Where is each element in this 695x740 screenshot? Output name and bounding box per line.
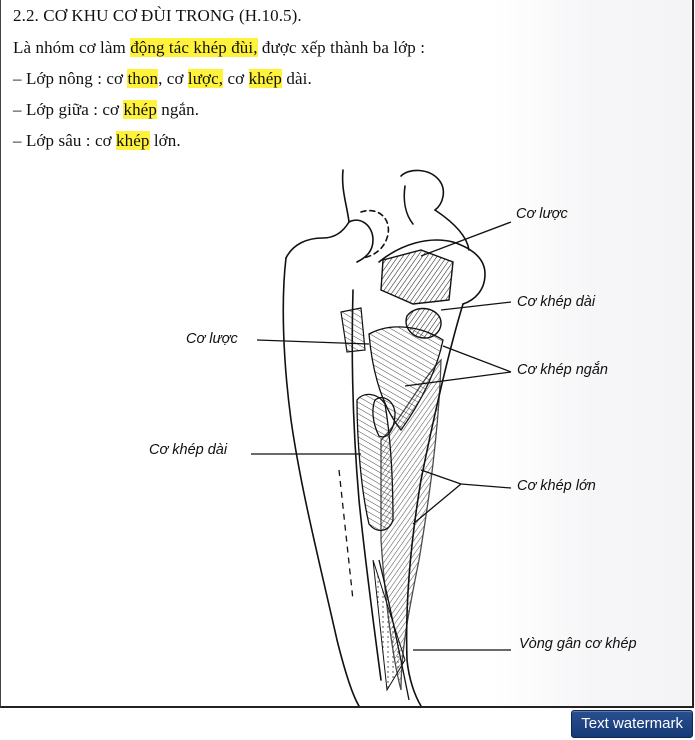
text-run: lớn. (149, 131, 181, 150)
layer-middle: – Lớp giữa : cơ khép ngắn. (13, 100, 199, 120)
intro-highlight: động tác khép đùi, (130, 38, 258, 57)
label-co-khep-dai-left: Cơ khép dài (149, 442, 228, 458)
text-run: cơ (223, 69, 249, 88)
thigh-muscle-figure (251, 169, 512, 706)
text-run: – Lớp giữa : cơ (13, 100, 124, 119)
highlight-luoc: lược, (187, 69, 224, 88)
layer-superficial: – Lớp nông : cơ thon, cơ lược, cơ khép d… (13, 69, 312, 89)
intro-before: Là nhóm cơ làm (13, 38, 131, 57)
text-run: ngắn. (156, 100, 200, 119)
section-heading: 2.2. CƠ KHU CƠ ĐÙI TRONG (H.10.5). (13, 6, 302, 25)
text-run: , cơ (158, 69, 188, 88)
intro-after: được xếp thành ba lớp : (257, 38, 426, 57)
text-watermark-button[interactable]: Text watermark (571, 710, 693, 738)
layer-deep: – Lớp sâu : cơ khép lớn. (13, 131, 181, 151)
text-run: – Lớp nông : cơ (13, 69, 128, 88)
label-co-khep-dai-right: Cơ khép dài (517, 294, 596, 310)
leader-co-luoc-left (256, 339, 370, 345)
text-run: – Lớp sâu : cơ (13, 131, 117, 150)
adductor-hiatus (372, 559, 406, 692)
label-co-khep-lon: Cơ khép lớn (517, 478, 596, 494)
femur-outline-left (282, 257, 360, 706)
highlight-khep: khép (116, 131, 150, 150)
faded-backside-text (491, 0, 691, 706)
highlight-khep: khép (248, 69, 283, 88)
highlight-thon: thon (127, 69, 159, 88)
label-co-khep-ngan: Cơ khép ngắn (517, 362, 608, 378)
text-run: dài. (282, 69, 312, 88)
leader-co-khep-dai-right (440, 301, 512, 311)
pectineus-muscle (380, 249, 454, 305)
label-co-luoc-left: Cơ lược (186, 331, 238, 347)
label-co-luoc-right: Cơ lược (516, 206, 568, 222)
label-vong-gan-co-khep: Vòng gân cơ khép (519, 636, 637, 652)
femoral-head-dashed (360, 209, 390, 259)
intro-line: Là nhóm cơ làm động tác khép đùi, được x… (13, 38, 425, 58)
highlight-khep: khép (123, 100, 157, 119)
document-page: 2.2. CƠ KHU CƠ ĐÙI TRONG (H.10.5). Là nh… (0, 0, 694, 708)
leader-co-luoc-right (420, 221, 512, 257)
